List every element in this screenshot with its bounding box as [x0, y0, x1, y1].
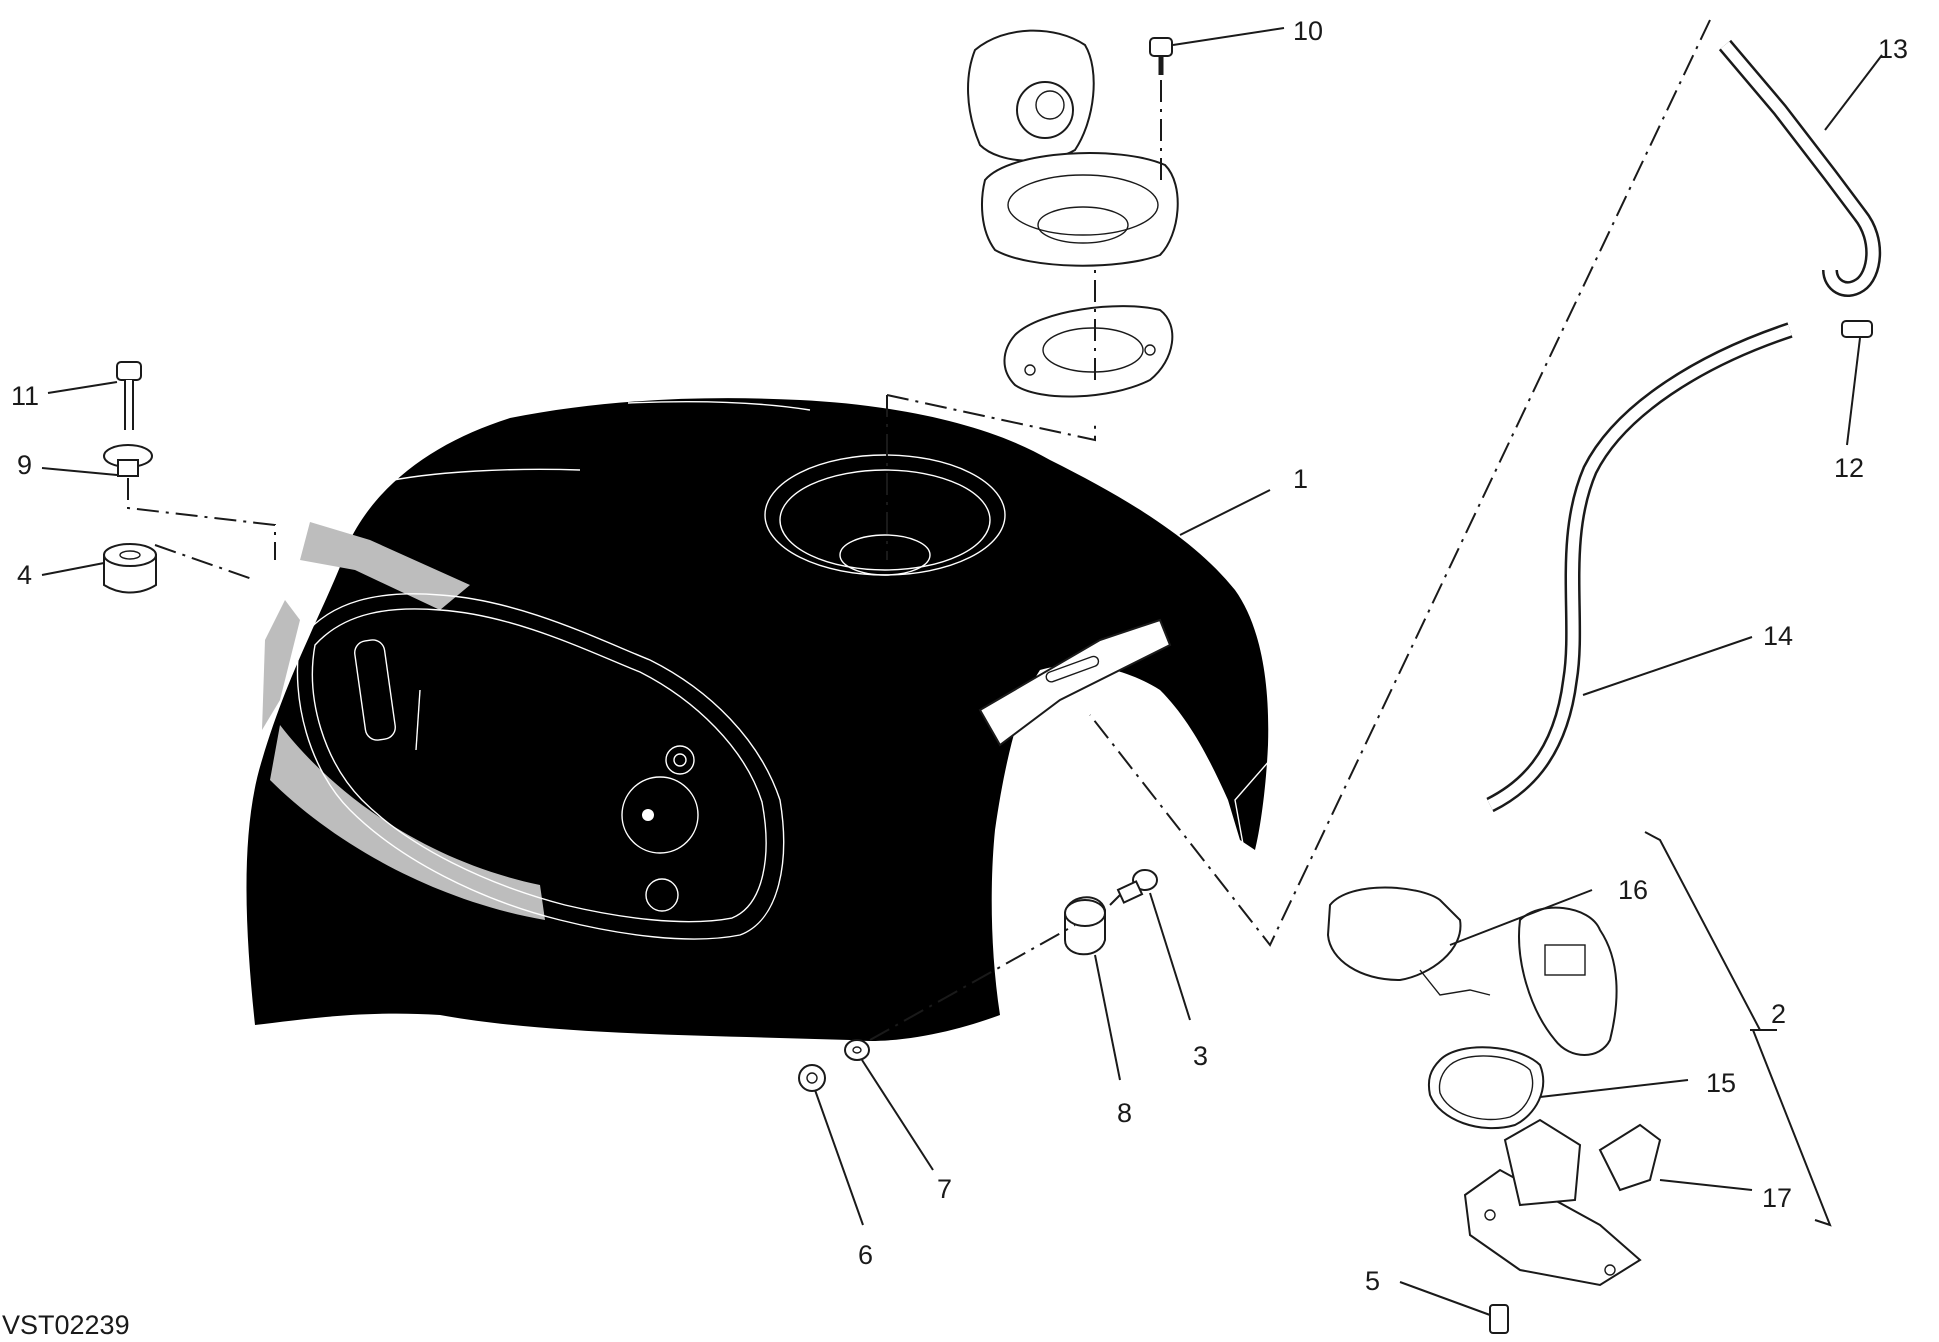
- hose-fitting-12: [1841, 320, 1873, 338]
- callout-10: 10: [1293, 16, 1323, 46]
- fuel-filler-cap: [967, 29, 1179, 267]
- leader-line-12: [1846, 337, 1861, 446]
- rubber-grommet-4: [103, 543, 157, 594]
- leader-line-4: [41, 562, 105, 576]
- callout-9: 9: [17, 450, 32, 480]
- leader-line-11: [47, 381, 118, 394]
- callout-13: 13: [1878, 34, 1908, 64]
- leader-line-15: [1539, 1079, 1689, 1098]
- drawing-code: VST02239: [2, 1310, 130, 1340]
- leader-line-8: [1094, 954, 1121, 1081]
- pump-flange-17: [1463, 1118, 1662, 1287]
- callout-17: 17: [1762, 1183, 1792, 1213]
- assembly-lines: [127, 19, 1711, 1041]
- spacer-8: [1064, 896, 1106, 956]
- leader-line-5: [1399, 1281, 1491, 1316]
- leader-line-13: [1824, 54, 1883, 131]
- gasket-15: [1427, 1046, 1545, 1130]
- callout-11: 11: [11, 381, 39, 411]
- callout-7: 7: [937, 1174, 952, 1204]
- vent-hose-14: [1486, 322, 1793, 813]
- washer-7: [844, 1039, 870, 1061]
- leader-line-7: [861, 1059, 934, 1171]
- callout-15: 15: [1706, 1068, 1736, 1098]
- leader-lines: [41, 27, 1883, 1316]
- callout-1: 1: [1293, 464, 1308, 494]
- fuel-level-sender-16: [1326, 886, 1618, 1056]
- leader-line-1: [1179, 489, 1271, 536]
- callout-8: 8: [1117, 1098, 1132, 1128]
- leader-line-3: [1149, 892, 1191, 1021]
- callout-3: 3: [1193, 1041, 1208, 1071]
- screw-11: [116, 361, 142, 430]
- screw-3: [1116, 869, 1158, 904]
- callout-14: 14: [1763, 621, 1793, 651]
- leader-line-16: [1449, 889, 1593, 946]
- leader-line-10: [1172, 27, 1285, 46]
- vent-hose-13: [1718, 39, 1882, 297]
- callout-4: 4: [17, 560, 32, 590]
- filler-cap-gasket: [1003, 305, 1174, 398]
- callout-12: 12: [1834, 453, 1864, 483]
- leader-line-17: [1659, 1179, 1753, 1191]
- tank-stripe: [270, 725, 545, 920]
- leader-line-6: [814, 1089, 864, 1226]
- screw-5: [1489, 1304, 1509, 1334]
- group-bracket-2: [1644, 831, 1832, 1227]
- tank-stripe: [262, 600, 300, 730]
- callout-6: 6: [858, 1240, 873, 1270]
- tank-stripe: [300, 522, 470, 610]
- screw-10: [1149, 37, 1173, 75]
- callout-numbers: 1 2 3 4 5 6 7 8 9 10 11 12 13 14 15 16 1…: [11, 16, 1908, 1296]
- leader-line-14: [1582, 636, 1753, 696]
- leader-line-9: [41, 467, 118, 476]
- spacer-9: [103, 444, 153, 477]
- callout-16: 16: [1618, 875, 1648, 905]
- callout-2: 2: [1771, 999, 1786, 1029]
- screw-6: [798, 1064, 826, 1092]
- fuel-tank: [246, 398, 1281, 1041]
- callout-5: 5: [1365, 1266, 1380, 1296]
